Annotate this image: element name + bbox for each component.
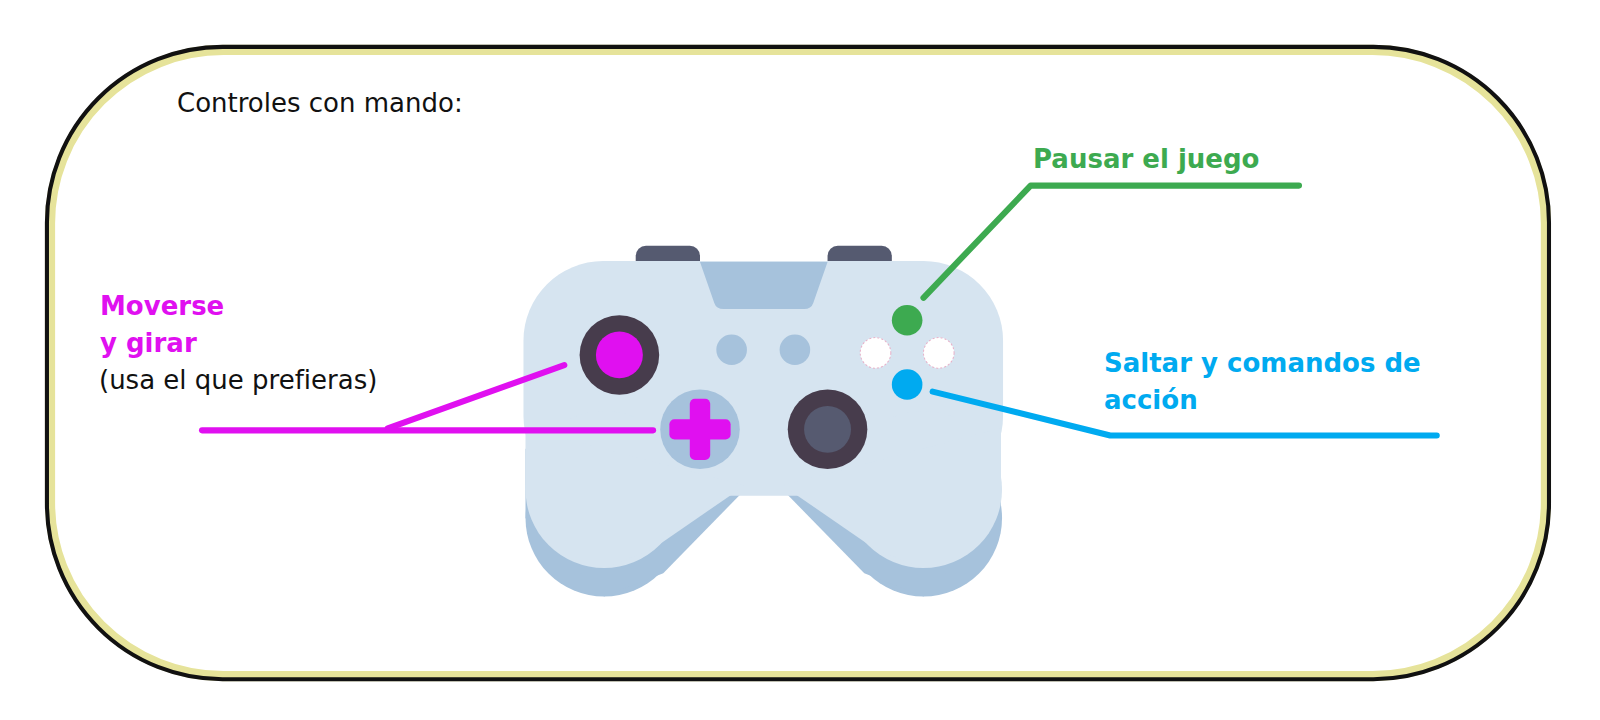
right-stick — [788, 390, 868, 470]
menu-button — [716, 335, 747, 366]
dpad-base — [660, 390, 740, 470]
frame — [47, 47, 1549, 679]
callout-label: Moverse y girar — [100, 288, 240, 362]
right-stick-cap — [804, 406, 851, 453]
left-stick — [580, 315, 660, 395]
face-button — [860, 338, 891, 369]
leader-line — [388, 365, 565, 428]
left-stick-cap — [596, 331, 643, 378]
face-button — [923, 338, 954, 369]
controller-body — [523, 261, 1003, 568]
leader-line — [923, 186, 1299, 298]
frame-inner — [50, 50, 1546, 676]
callout-label: Pausar el juego — [1033, 141, 1259, 178]
note: (usa el que prefieras) — [99, 362, 377, 399]
dpad — [669, 419, 730, 439]
menu-button — [780, 335, 811, 366]
jump-button — [892, 369, 923, 400]
pause-button — [892, 305, 923, 336]
title: Controles con mando: — [177, 85, 463, 122]
callout-label: Saltar y comandos de acción — [1104, 345, 1434, 419]
leader-line — [202, 427, 653, 433]
top-panel — [700, 262, 828, 309]
